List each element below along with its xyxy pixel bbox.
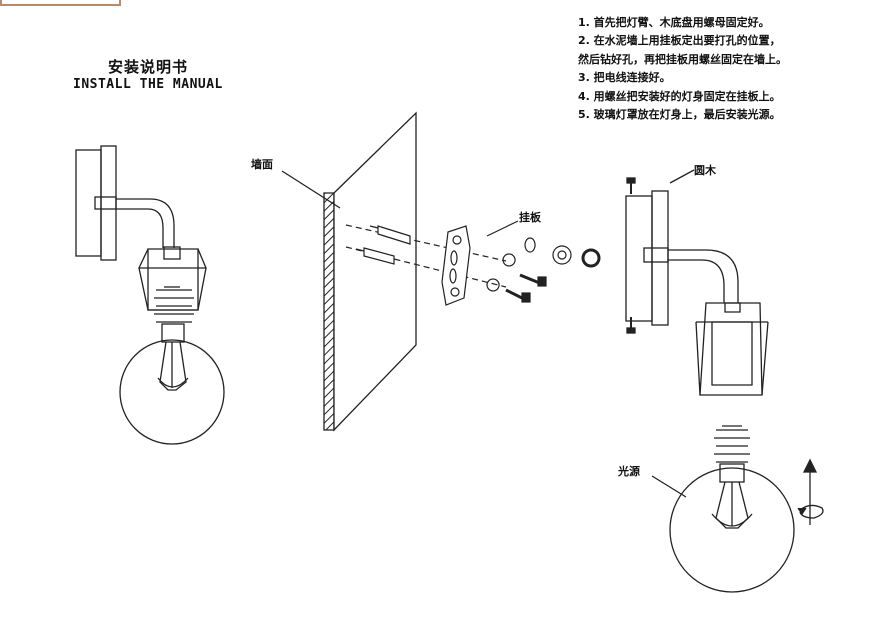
step-2-continued: 然后钻好孔，再把挂板用螺丝固定在墙上。 — [578, 52, 787, 66]
filament-right — [715, 481, 749, 529]
light-source-leader — [651, 475, 687, 498]
ring-washer — [581, 248, 601, 268]
bulb-globe-right — [669, 467, 795, 593]
bulb-thread-left — [154, 289, 194, 323]
step-5: 5. 玻璃灯罩放在灯身上，最后安装光源。 — [578, 108, 781, 122]
manual-title-en: INSTALL THE MANUAL — [73, 77, 223, 92]
bulb-globe-left — [119, 339, 225, 445]
screw-2 — [505, 288, 531, 303]
wood-base-plate-right — [625, 195, 653, 322]
label-bracket: 挂板 — [519, 211, 541, 224]
screw-and-bracket-assembly — [345, 220, 601, 306]
hex-nut — [552, 245, 572, 265]
wood-base-right — [651, 190, 669, 326]
label-wall: 墙面 — [251, 158, 273, 171]
washer-1 — [502, 253, 516, 267]
assembled-lamp — [75, 145, 225, 445]
arm-nut-left — [94, 196, 117, 210]
exploded-lamp — [625, 169, 824, 593]
label-light-source: 光源 — [618, 465, 640, 478]
wall-anchor-1 — [369, 225, 411, 245]
lamp-cage-right — [699, 302, 763, 396]
corner-frame — [0, 0, 121, 6]
step-1: 1. 首先把灯臂、木底盘用螺母固定好。 — [578, 16, 770, 29]
washer-2 — [486, 278, 500, 292]
bulb-thread-right — [714, 429, 750, 463]
arm-nut-right — [643, 247, 669, 263]
wood-base-left — [100, 145, 117, 261]
split-washer — [524, 237, 536, 253]
wall-leader — [281, 170, 341, 209]
label-wood-base: 圆木 — [694, 164, 716, 177]
lamp-cage-left — [147, 248, 199, 311]
wall-panel — [281, 111, 417, 432]
instruction-steps: 1. 首先把灯臂、木底盘用螺母固定好。 2. 在水泥墙上用挂板定出要打孔的位置，… — [578, 14, 888, 124]
lamp-arm-left — [116, 198, 175, 248]
filament-left — [159, 341, 187, 391]
bottom-screw — [626, 317, 636, 334]
top-screw — [626, 177, 636, 194]
rotate-arrow-icon — [797, 458, 824, 525]
wall-anchor-2 — [355, 247, 395, 265]
wood-base-plate-left — [75, 149, 102, 257]
step-4: 4. 用螺丝把安装好的灯身固定在挂板上。 — [578, 89, 781, 103]
step-2: 2. 在水泥墙上用挂板定出要打孔的位置， — [578, 34, 781, 48]
mounting-bracket — [441, 225, 471, 306]
lamp-arm-right — [668, 249, 739, 303]
bracket-leader — [486, 220, 519, 237]
manual-title-cn: 安装说明书 — [108, 58, 189, 76]
wood-leader — [669, 169, 695, 184]
screw-1 — [519, 273, 547, 287]
socket-nut-left — [163, 246, 181, 260]
step-3: 3. 把电线连接好。 — [578, 71, 671, 85]
